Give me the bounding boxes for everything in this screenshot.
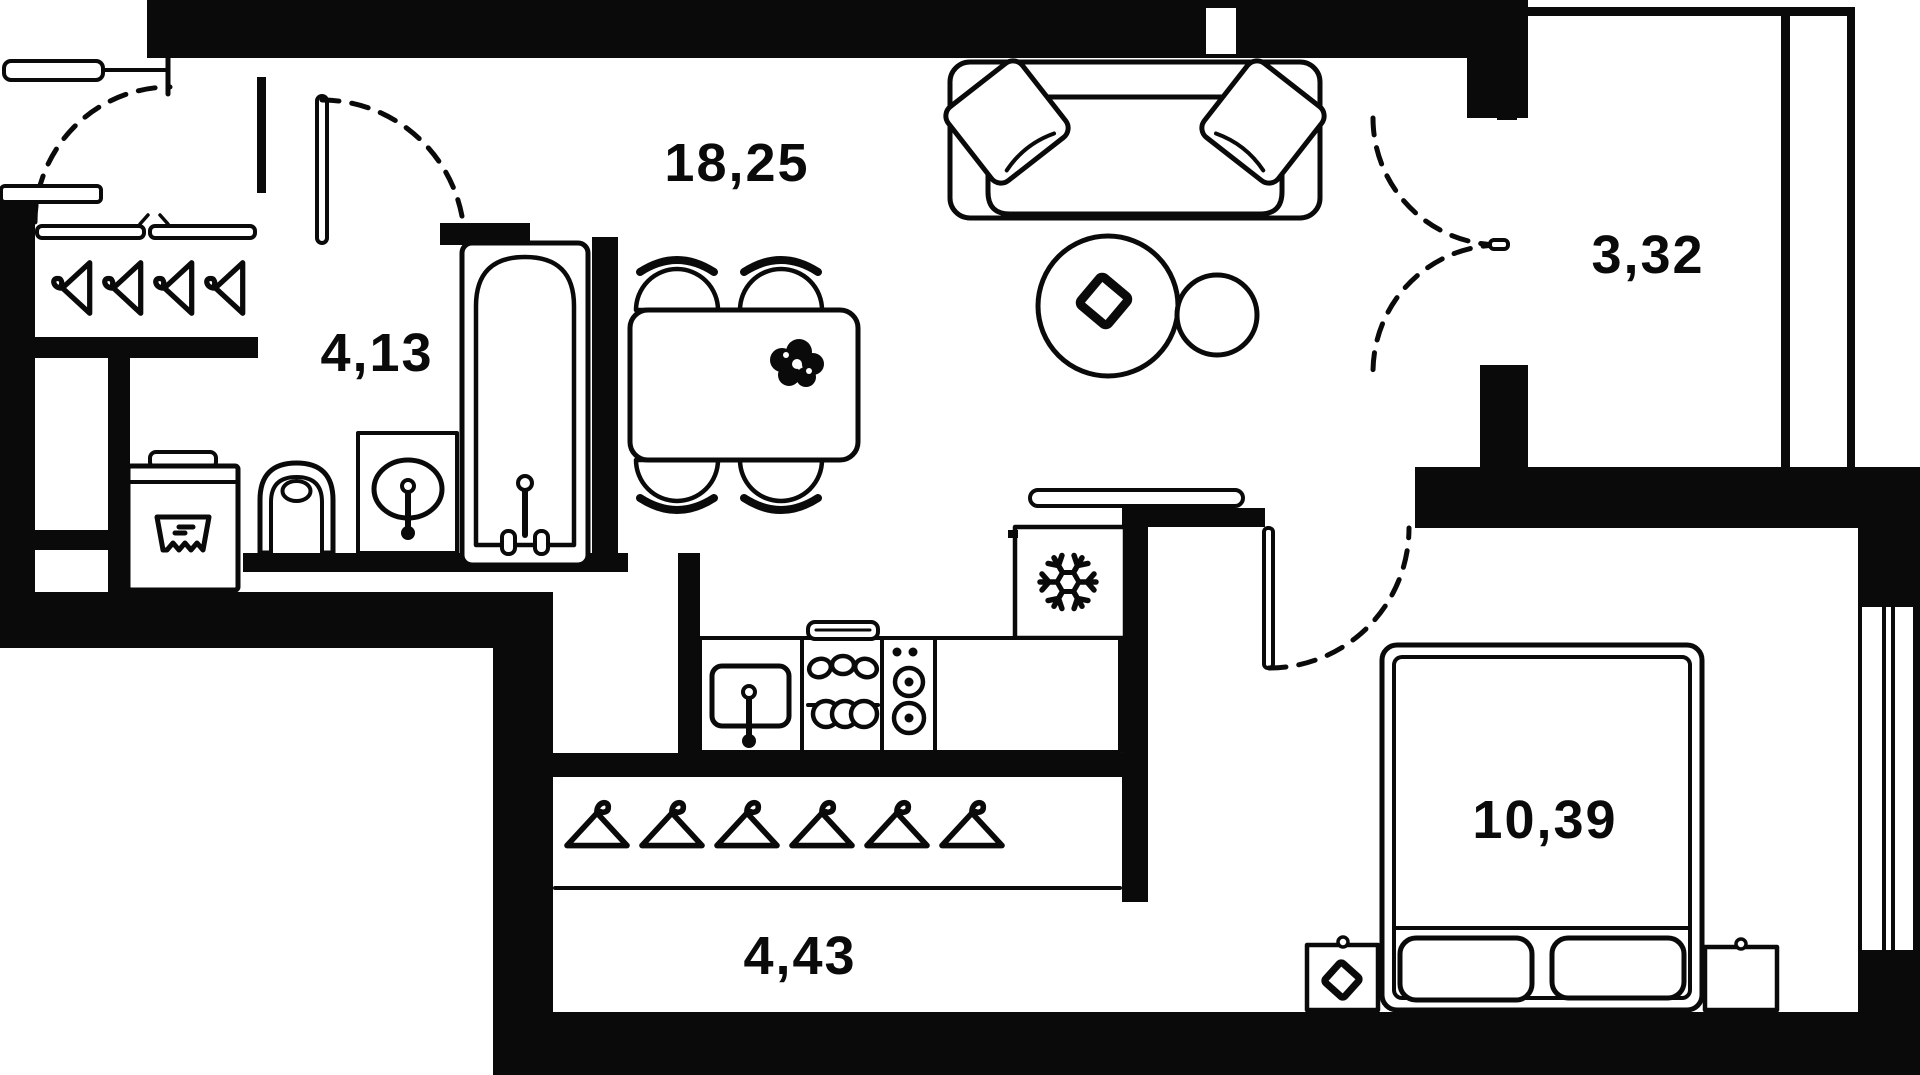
bedroom-door-leaf [1262, 526, 1275, 670]
dish-rack [806, 620, 880, 730]
nightstand-diamond-icon [1321, 959, 1363, 1001]
sofa-pillow-left [943, 58, 1071, 186]
bedroom-door-swing-arc [1266, 525, 1412, 671]
nightstand-left [1304, 935, 1381, 1013]
snowflake-icon [1037, 552, 1099, 612]
coffee-table-small [1174, 272, 1260, 358]
shaft-bottom-wall [35, 530, 108, 550]
bathroom-sink [356, 431, 459, 555]
top-wall-main [147, 0, 1528, 58]
dining-set [627, 256, 861, 514]
wardrobe-hangers [564, 799, 1005, 849]
dining-table [627, 307, 861, 463]
room-label-wardrobe-hall: 4,43 [743, 926, 856, 986]
sofa-pillow-right [1199, 58, 1327, 186]
kitchen-left-wall [678, 553, 700, 777]
bathroom-door-strike-wall [440, 223, 530, 245]
entry-door-leaf [2, 59, 105, 82]
loggia-door-tips [1488, 238, 1510, 251]
loggia-door-swing-arc-bottom [1370, 242, 1503, 375]
bedroom-furniture [1304, 642, 1780, 1013]
bedroom-window [1858, 605, 1895, 952]
bathroom-fixtures [125, 240, 591, 593]
room-label-bathroom: 4,13 [320, 323, 433, 383]
toilet [257, 460, 336, 556]
bathtub [459, 240, 591, 568]
dining-chair-bottom-left [633, 457, 721, 514]
closet-sliding-door-right [148, 224, 257, 240]
stove [891, 647, 927, 736]
hall-left-wall [493, 592, 553, 1012]
closet-bottom-wall [0, 337, 258, 358]
loggia-right-wall-inner [1781, 15, 1790, 467]
doors-windows [0, 53, 1895, 952]
bottom-wall [493, 1012, 1920, 1075]
kitchen-counter [698, 620, 1122, 754]
faucet-icon [400, 478, 416, 540]
kitchen-faucet-icon [741, 684, 757, 748]
kitchen [698, 524, 1128, 754]
kitchen-sink [709, 663, 792, 748]
sofa [943, 58, 1327, 221]
burner-icon [891, 665, 927, 736]
dining-chair-top-left [633, 256, 721, 313]
loggia-partition-upper [1467, 58, 1528, 118]
bathroom-door-swing-arc [319, 97, 466, 225]
loggia-top-wall [1528, 7, 1855, 16]
living-room-furniture [627, 58, 1327, 514]
entry-closet-hangers [51, 260, 246, 316]
tub-faucet-icon [500, 474, 550, 556]
room-label-living-kitchen: 18,25 [664, 133, 809, 193]
bed-pillow-left [1397, 935, 1535, 1003]
washing-machine [125, 450, 241, 593]
bed-pillow-right [1549, 935, 1687, 1001]
nightstand-right [1702, 937, 1780, 1013]
laundry-icon [154, 514, 212, 553]
wardrobe-hall-fixtures [553, 799, 1122, 890]
room-label-loggia: 3,32 [1591, 225, 1704, 285]
loggia-partition-lower [1480, 365, 1528, 467]
exterior-bottom-left-wall [0, 592, 550, 648]
bathroom-right-wall [592, 237, 618, 572]
diamond-decor-icon [1075, 272, 1133, 330]
loggia-door-nub-top [1497, 111, 1517, 120]
window-top-pier [1858, 528, 1920, 607]
left-wall [0, 200, 35, 648]
bed [1379, 642, 1705, 1013]
loggia-right-wall-outer [1847, 7, 1855, 467]
tv-console [1028, 488, 1245, 511]
top-wall-joint-notch [1206, 8, 1236, 54]
fridge [1008, 524, 1128, 641]
closet-sliding-door-left [35, 224, 146, 240]
room-label-bedroom: 10,39 [1472, 790, 1617, 850]
entry-side-threshold [0, 184, 103, 204]
bedroom-top-wall [1415, 467, 1920, 528]
room-labels: 18,25 4,13 3,32 10,39 4,43 [320, 133, 1704, 986]
dining-chair-top-right [737, 256, 825, 313]
dining-chair-bottom-right [737, 457, 825, 514]
shaft-right-wall [108, 355, 130, 592]
plant-icon [770, 339, 824, 387]
bathroom-door-leaf [315, 94, 329, 245]
coffee-table-large [1035, 233, 1181, 379]
entry-partition-stub [257, 77, 266, 193]
hall-top-wall [550, 753, 1143, 777]
closet-door-notch [138, 213, 170, 226]
tv-wall [1122, 508, 1265, 527]
loggia-door-swing-arc-top [1370, 115, 1503, 248]
loggia-door-nub-bottom [1491, 366, 1509, 375]
window-right-strip [1913, 607, 1920, 950]
